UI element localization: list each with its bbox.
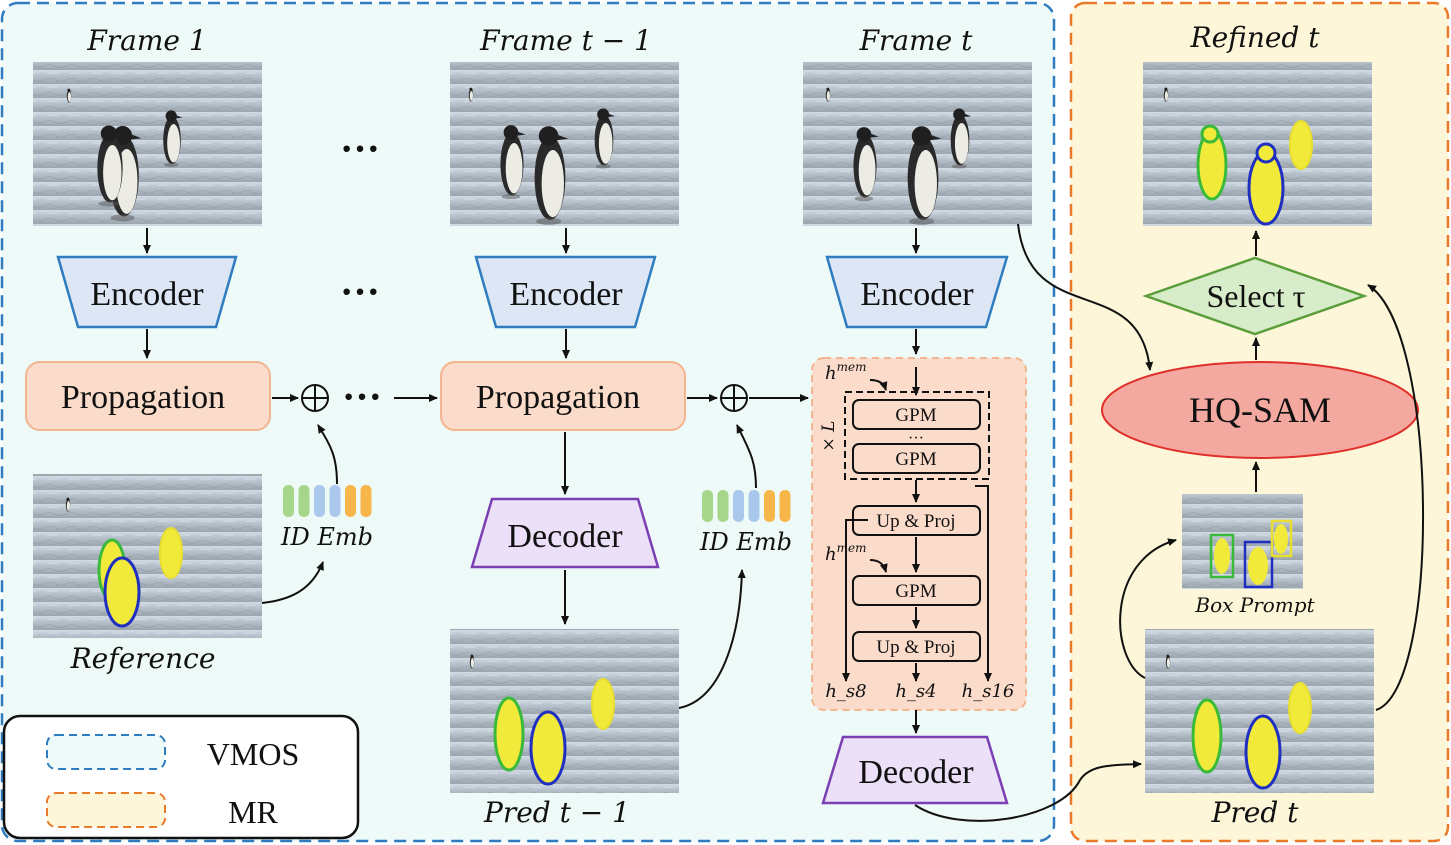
refined-t-label: Refined t [1189, 21, 1320, 54]
encoder-frame-prev-label: Encoder [509, 276, 623, 313]
id-emb-bar [717, 490, 729, 522]
gpm-block-mid: GPM [852, 575, 981, 606]
id-emb-bars-1 [283, 485, 372, 517]
up-proj-2-label: Up & Proj [876, 637, 955, 658]
select-tau-node: Select τ [1142, 256, 1368, 336]
h-s8-label: h_s8 [825, 681, 866, 702]
propagation-frame-1: Propagation [25, 361, 271, 431]
select-tau-label: Select τ [1206, 278, 1305, 314]
box-prompt-image [1182, 494, 1303, 589]
decoder-frame-t: Decoder [821, 735, 1009, 805]
up-proj-block-2: Up & Proj [852, 631, 981, 662]
box-prompt-label: Box Prompt [1194, 593, 1315, 617]
up-proj-1-label: Up & Proj [876, 511, 955, 532]
ellipsis-propagation: ··· [342, 374, 382, 419]
legend-vmos-swatch [46, 734, 166, 770]
id-emb-bar [298, 485, 310, 517]
refined-t-image [1143, 62, 1372, 226]
gpm-block-bottom: GPM [852, 443, 981, 474]
gpm-top-label: GPM [895, 405, 936, 426]
decoder-frame-prev-label: Decoder [507, 518, 623, 555]
connector-arrows [143, 223, 1425, 822]
hq-sam-node: HQ-SAM [1101, 361, 1419, 459]
frame-prev-label: Frame t − 1 [479, 24, 652, 57]
id-emb-bars-2 [702, 490, 791, 522]
id-emb-label-1: ID Emb [280, 523, 373, 551]
h-s4-label: h_s4 [895, 681, 936, 702]
encoder-frame-1-label: Encoder [90, 276, 204, 313]
decoder-frame-t-label: Decoder [858, 754, 974, 791]
gpm-ellipsis: ··· [908, 430, 924, 447]
id-emb-label-2: ID Emb [699, 528, 792, 556]
h-mem-label-1: hmem [825, 360, 866, 384]
sum-node-1 [301, 384, 329, 412]
frame-t-image [803, 62, 1032, 226]
pred-t-image [1145, 629, 1374, 793]
gpm-bottom-label: GPM [895, 449, 936, 470]
encoder-frame-prev: Encoder [474, 255, 657, 329]
legend-mr-swatch [46, 792, 166, 828]
reference-label: Reference [70, 642, 216, 675]
gpm-block-top: GPM [852, 399, 981, 430]
id-emb-bar [764, 490, 775, 522]
ellipsis-top: ··· [340, 126, 380, 171]
id-emb-bar [283, 485, 294, 517]
pred-prev-label: Pred t − 1 [483, 796, 630, 829]
propagation-frame-1-label: Propagation [61, 379, 225, 416]
id-emb-bar [779, 490, 791, 522]
times-l-label: × L [819, 421, 839, 452]
legend-mr-label: MR [228, 794, 278, 830]
h-s16-label: h_s16 [962, 681, 1015, 702]
h-mem-label-2: hmem [825, 541, 866, 565]
reference-image [33, 474, 262, 638]
id-emb-bar [733, 490, 744, 522]
propagation-detail-panel: × L GPM ··· GPM Up & Proj GPM Up & Proj … [811, 357, 1027, 711]
id-emb-bar [329, 485, 341, 517]
hq-sam-label: HQ-SAM [1189, 390, 1331, 430]
frame-t-label: Frame t [859, 24, 974, 57]
sum-node-2 [720, 384, 748, 412]
encoder-frame-t-label: Encoder [860, 276, 974, 313]
frame-1-label: Frame 1 [86, 24, 206, 57]
pred-prev-image [450, 629, 679, 793]
legend-vmos-label: VMOS [207, 736, 299, 772]
up-proj-block-1: Up & Proj [852, 505, 981, 536]
ellipsis-encoder: ··· [340, 269, 380, 314]
encoder-frame-t: Encoder [825, 255, 1009, 329]
propagation-frame-prev: Propagation [440, 361, 686, 431]
legend-box: VMOS MR [2, 714, 360, 840]
id-emb-bar [702, 490, 713, 522]
gpm-mid-label: GPM [895, 581, 936, 602]
frame-prev-image [450, 62, 679, 226]
id-emb-bar [748, 490, 760, 522]
id-emb-bar [360, 485, 372, 517]
id-emb-bar [314, 485, 325, 517]
frame-1-image [33, 62, 262, 226]
propagation-frame-prev-label: Propagation [476, 379, 640, 416]
decoder-frame-prev: Decoder [470, 497, 660, 569]
pred-t-label: Pred t [1211, 796, 1300, 829]
id-emb-bar [345, 485, 356, 517]
encoder-frame-1: Encoder [56, 255, 238, 329]
